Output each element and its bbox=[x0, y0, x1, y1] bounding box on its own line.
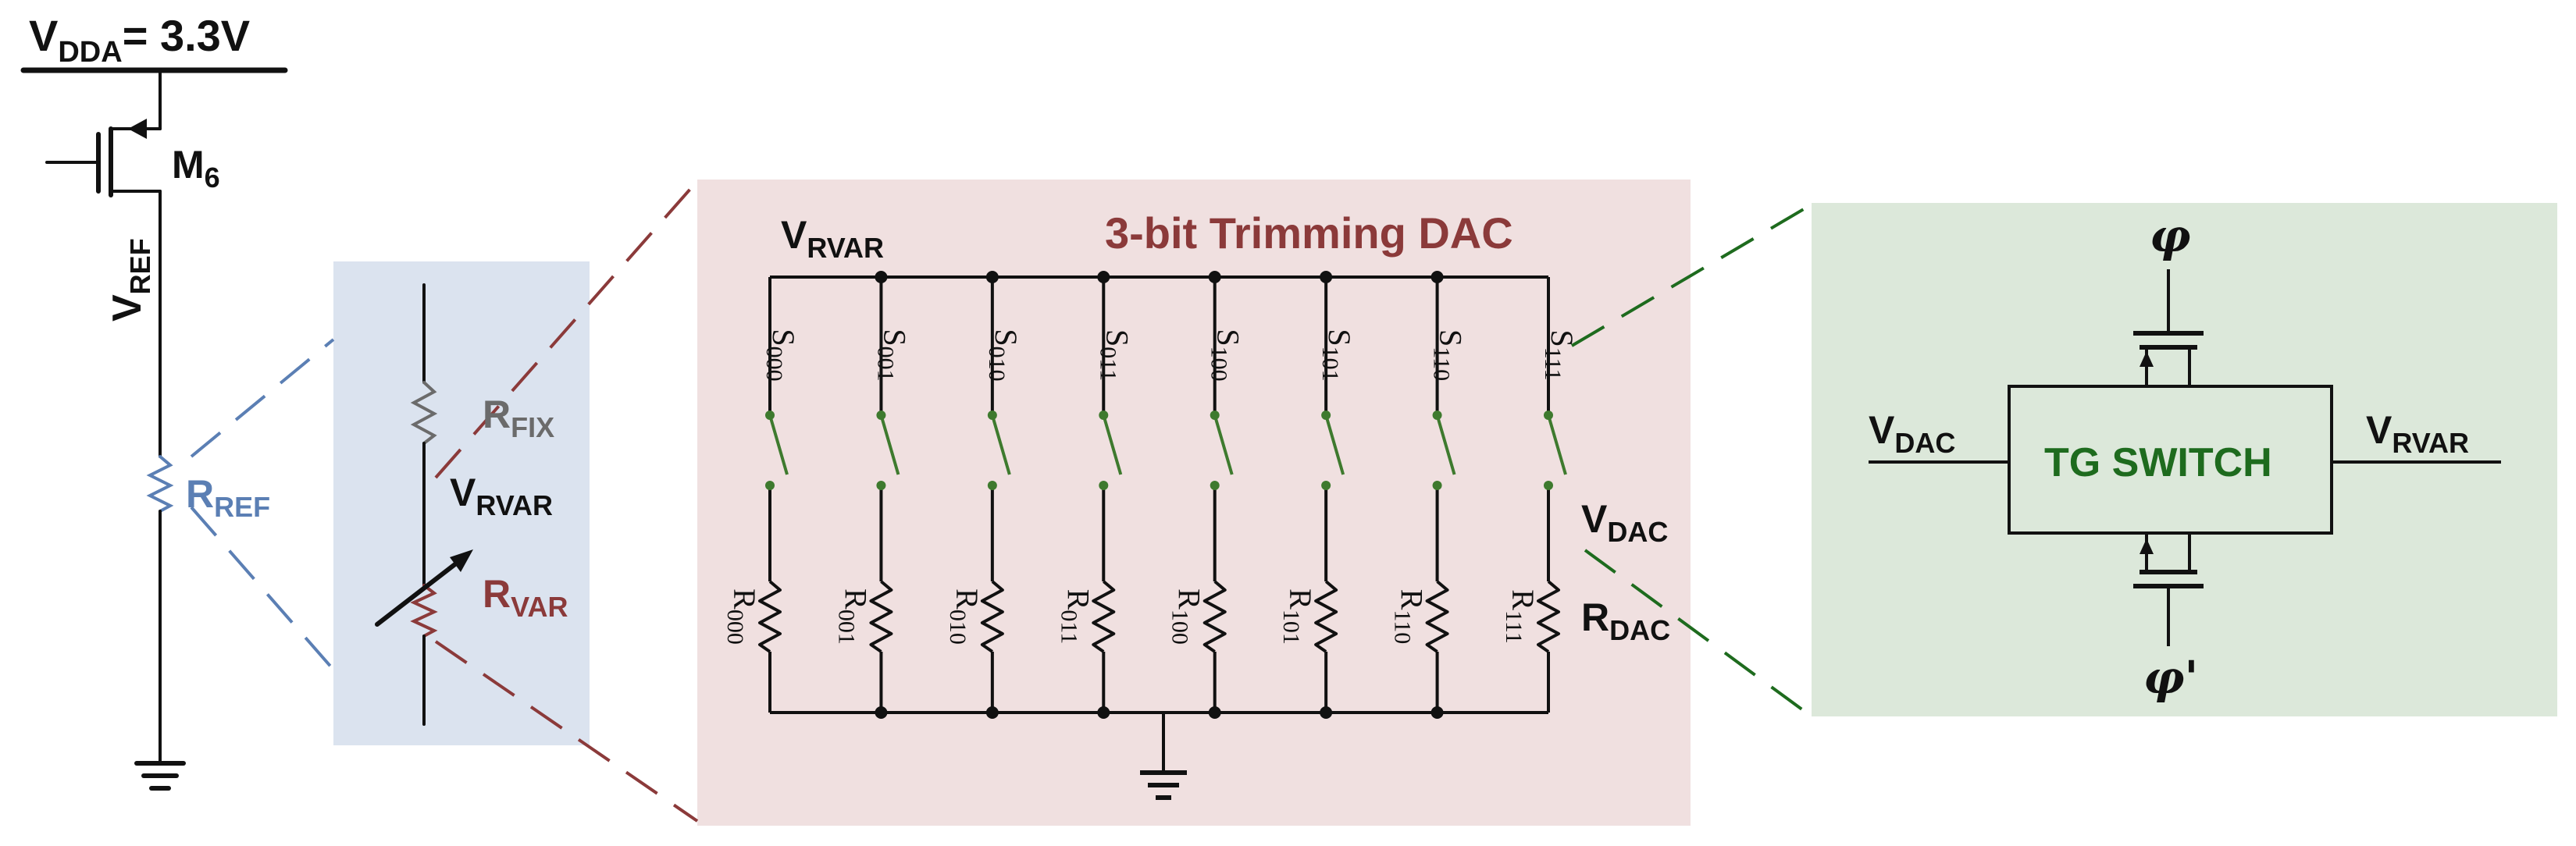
dac-title: 3-bit Trimming DAC bbox=[1105, 208, 1513, 258]
dac-resistor-000 bbox=[758, 580, 782, 653]
rfix-resistor bbox=[410, 381, 438, 445]
phi-bar-label: φ' bbox=[2143, 651, 2198, 704]
dac-switch-contact-top bbox=[1099, 411, 1109, 420]
zoom-lines-green bbox=[1570, 203, 1813, 718]
dac-switch-label-010: S010 bbox=[984, 329, 1024, 381]
rfix-label: RFIX bbox=[483, 393, 554, 443]
dac-rails bbox=[770, 275, 1548, 800]
dac-switch-blade bbox=[1102, 414, 1123, 475]
dac-switch-contact-bottom bbox=[765, 481, 775, 490]
dac-switch-contact-bottom bbox=[1099, 481, 1109, 490]
dac-switch-blade bbox=[1213, 414, 1234, 475]
dac-switch-contact-top bbox=[1432, 411, 1442, 420]
zoom1-vrvar-label: VRVAR bbox=[450, 471, 553, 521]
dac-panel bbox=[697, 180, 1691, 826]
dac-switch-label-001: S001 bbox=[872, 329, 912, 381]
tg-bottom-arrow bbox=[2140, 539, 2154, 554]
rref-label: RREF bbox=[186, 472, 270, 523]
dac-switch-blade bbox=[1324, 414, 1345, 475]
m6-label: M6 bbox=[172, 143, 220, 194]
vdda-label: VDDA= 3.3V bbox=[29, 11, 250, 69]
dac-resistor-110 bbox=[1425, 580, 1449, 653]
dac-junction-bottom bbox=[1097, 706, 1110, 719]
dac-resistor-label-011: R011 bbox=[1056, 589, 1096, 645]
dac-resistor-label-110: R110 bbox=[1390, 589, 1430, 645]
dac-resistor-label-001: R001 bbox=[833, 588, 873, 645]
left-branch bbox=[20, 67, 288, 791]
dac-switch-contact-top bbox=[876, 411, 886, 420]
dac-switch-contact-top bbox=[1321, 411, 1331, 420]
dac-switch-contact-bottom bbox=[987, 481, 997, 490]
dac-resistor-label-010: R010 bbox=[945, 588, 985, 645]
zoom-lines-blue bbox=[190, 338, 335, 671]
tg-vdac-label: VDAC bbox=[1869, 408, 1955, 459]
tg-title: TG SWITCH bbox=[2044, 440, 2272, 485]
dac-junction-bottom bbox=[1208, 706, 1221, 719]
dac-junction-bottom bbox=[1431, 706, 1444, 719]
rvar-resistor bbox=[410, 584, 438, 638]
dac-switch-label-011: S011 bbox=[1095, 329, 1135, 381]
dac-resistor-101 bbox=[1314, 580, 1338, 653]
dac-switch-label-110: S110 bbox=[1429, 329, 1469, 381]
dac-switch-blade bbox=[990, 414, 1011, 475]
dac-junction-top bbox=[875, 271, 888, 283]
dac-resistor-111 bbox=[1537, 580, 1560, 653]
zoom1-circuit bbox=[375, 283, 469, 726]
dac-junction-top bbox=[1097, 271, 1110, 283]
dac-switch-contact-bottom bbox=[1544, 481, 1553, 490]
rvar-arrow-shaft bbox=[375, 553, 469, 627]
tg-vrvar-label: VRVAR bbox=[2366, 408, 2469, 459]
dac-switch-label-111: S111 bbox=[1540, 329, 1580, 380]
dac-switch-contact-top bbox=[987, 411, 997, 420]
rref-resistor bbox=[146, 455, 174, 513]
dac-resistor-label-100: R100 bbox=[1167, 588, 1207, 645]
dac-junction-top bbox=[1320, 271, 1333, 283]
dac-switch-contact-top bbox=[1544, 411, 1553, 420]
dac-junction-top bbox=[1431, 271, 1444, 283]
dac-resistor-001 bbox=[869, 580, 893, 653]
dac-switch-blade bbox=[768, 414, 789, 475]
zoom-lines-red bbox=[434, 180, 699, 823]
dac-vdac-label: VDAC bbox=[1581, 497, 1668, 548]
phi-label: φ bbox=[2150, 209, 2190, 262]
dac-switch-contact-top bbox=[765, 411, 775, 420]
dac-switch-blade bbox=[1547, 414, 1567, 475]
rdac-label: RDAC bbox=[1581, 595, 1670, 646]
dac-switch-contact-bottom bbox=[1321, 481, 1331, 490]
dac-resistor-label-111: R111 bbox=[1501, 589, 1541, 643]
dac-switch-contact-bottom bbox=[876, 481, 886, 490]
rvar-label: RVAR bbox=[483, 572, 568, 623]
dac-switch-contact-top bbox=[1210, 411, 1220, 420]
dac-vrvar-label: VRVAR bbox=[781, 213, 884, 264]
dac-junction-top bbox=[985, 271, 999, 283]
dac-junction-top bbox=[1208, 271, 1221, 283]
dac-resistor-011 bbox=[1092, 580, 1116, 653]
dac-resistor-label-000: R000 bbox=[722, 588, 762, 645]
dac-junction-bottom bbox=[875, 706, 888, 719]
dac-switch-blade bbox=[1435, 414, 1456, 475]
dac-switch-label-000: S000 bbox=[761, 329, 801, 381]
rvar-arrowhead bbox=[450, 549, 473, 572]
dac-switch-contact-bottom bbox=[1210, 481, 1220, 490]
dac-switch-contact-bottom bbox=[1432, 481, 1442, 490]
tg-box bbox=[2008, 385, 2333, 535]
dac-junction-bottom bbox=[985, 706, 999, 719]
dac-resistor-label-101: R101 bbox=[1278, 588, 1318, 645]
zoom-panel-rref bbox=[333, 261, 590, 745]
tg-top-arrow bbox=[2140, 351, 2154, 367]
dac-switch-label-100: S100 bbox=[1206, 329, 1246, 381]
tg-panel bbox=[1812, 203, 2557, 716]
m6-arrow bbox=[128, 119, 147, 139]
vref-label: VREF bbox=[105, 238, 156, 322]
dac-resistor-100 bbox=[1202, 580, 1227, 653]
dac-junction-bottom bbox=[1320, 706, 1333, 719]
dac-resistor-010 bbox=[980, 580, 1004, 653]
dac-switch-label-101: S101 bbox=[1317, 329, 1357, 381]
dac-switch-blade bbox=[879, 414, 900, 475]
